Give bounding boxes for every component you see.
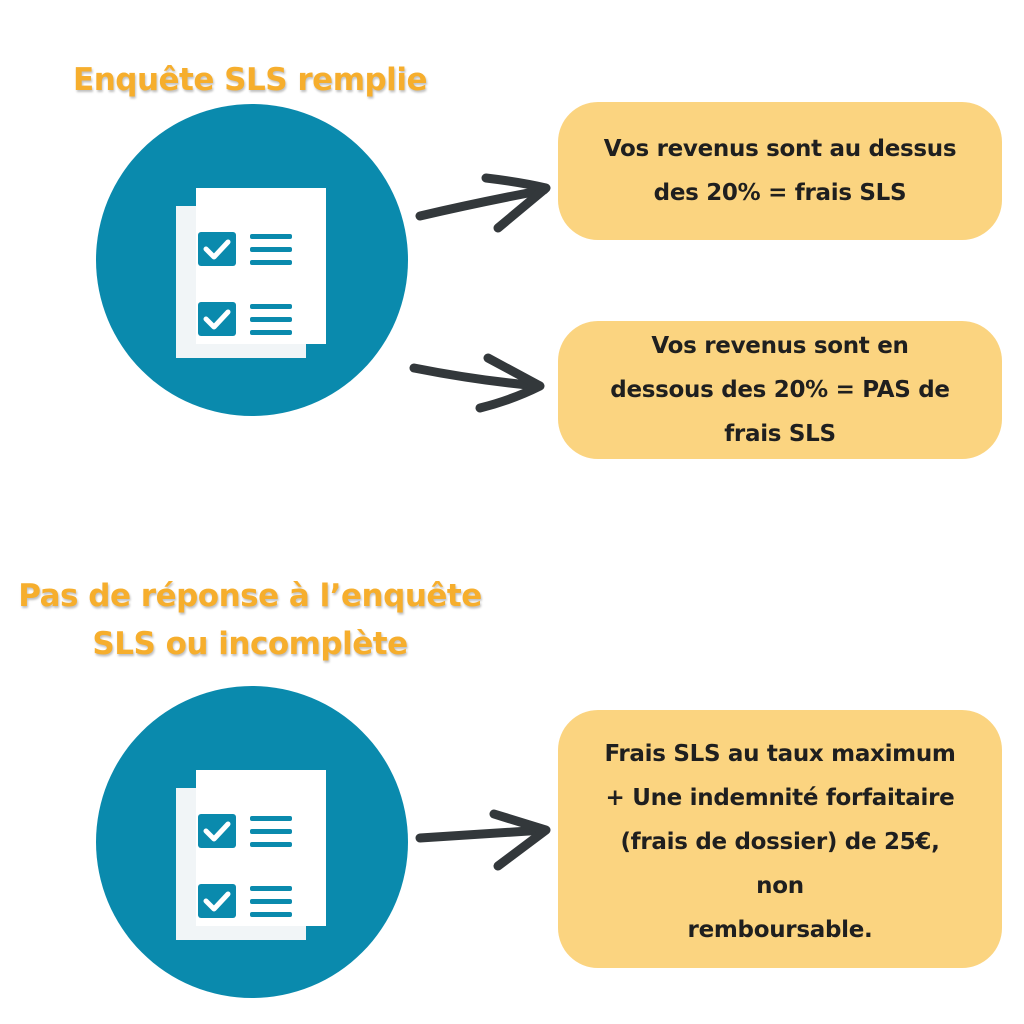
arrow-right-icon xyxy=(415,173,551,233)
outcome-box: Vos revenus sont en dessous des 20% = PA… xyxy=(558,321,1002,459)
section-2-heading: Pas de réponse à l’enquête SLS ou incomp… xyxy=(18,578,482,662)
document-checklist-icon xyxy=(176,188,326,358)
outcome-text: Frais SLS au taux maximum + Une indemnit… xyxy=(604,741,956,943)
document-checklist-icon xyxy=(176,770,326,940)
outcome-text: Vos revenus sont au dessus des 20% = fra… xyxy=(603,136,957,206)
outcome-box: Frais SLS au taux maximum + Une indemnit… xyxy=(558,710,1002,968)
arrow-right-icon xyxy=(415,809,551,871)
outcome-box: Vos revenus sont au dessus des 20% = fra… xyxy=(558,102,1002,240)
section-1-heading: Enquête SLS remplie xyxy=(73,62,427,98)
outcome-text: Vos revenus sont en dessous des 20% = PA… xyxy=(610,333,950,447)
section-1-circle xyxy=(96,104,408,416)
arrow-right-icon xyxy=(409,353,545,413)
section-2-circle xyxy=(96,686,408,998)
